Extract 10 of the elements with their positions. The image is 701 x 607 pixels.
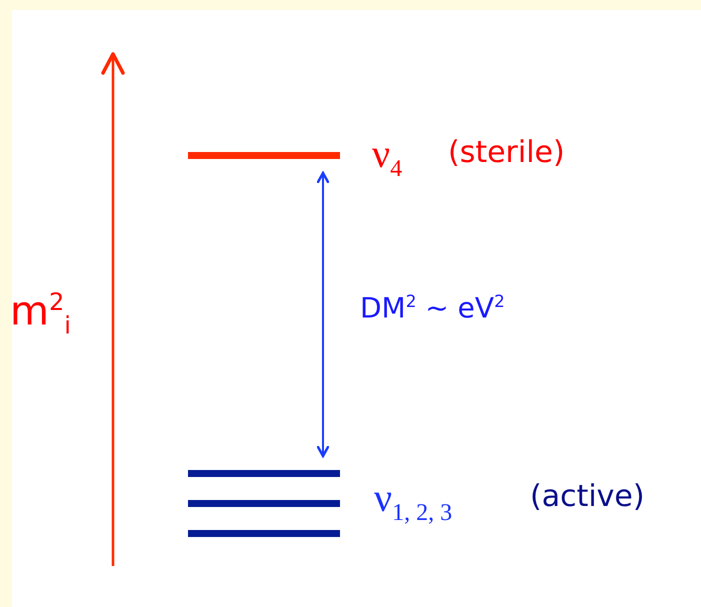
edge-label: DM$^{2}$ ~ eV$^{2}$ — [360, 292, 505, 322]
energy-level-bar — [188, 500, 340, 507]
energy-level-bar — [188, 152, 340, 159]
neutrino-symbol: ν$_{1, 2, 3}$ — [374, 478, 452, 525]
double-arrow — [316, 172, 330, 458]
neutrino-symbol: ν$_{4}$ — [372, 134, 402, 181]
level-label: (active) — [530, 482, 645, 512]
level-label: (sterile) — [448, 138, 565, 168]
energy-level-bar — [188, 530, 340, 537]
energy-level-bar — [188, 470, 340, 477]
